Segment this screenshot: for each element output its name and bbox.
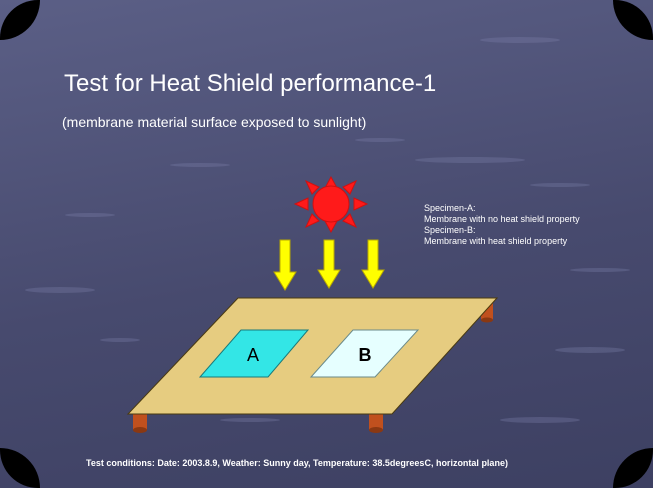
specimen-note-line: Membrane with no heat shield property <box>424 214 580 224</box>
specimen-note-line: Membrane with heat shield property <box>424 236 568 246</box>
sun-ray <box>324 220 338 234</box>
sunlight-arrow <box>361 239 385 289</box>
test-board <box>126 297 499 415</box>
board-leg <box>133 412 147 433</box>
specimen-note-line: Specimen-A: <box>424 203 476 213</box>
test-conditions: Test conditions: Date: 2003.8.9, Weather… <box>86 458 508 468</box>
sun-ray <box>353 197 369 211</box>
specimen-note-line: Specimen-B: <box>424 225 476 235</box>
slide-subtitle: (membrane material surface exposed to su… <box>62 114 367 130</box>
sun-ray <box>304 213 320 229</box>
sun-ray <box>304 179 320 195</box>
specimen-a <box>198 329 310 378</box>
specimen-notes: Specimen-A: Membrane with no heat shield… <box>424 203 580 247</box>
sunlight-arrows <box>273 239 385 291</box>
specimen-b-label: B <box>359 345 372 365</box>
sun-icon <box>293 175 369 234</box>
specimen-a-label: A <box>247 345 259 365</box>
board-legs <box>133 302 493 433</box>
sun-ray <box>293 197 309 211</box>
sunlight-arrow <box>273 239 297 291</box>
sun-disc <box>312 185 350 223</box>
slide-title: Test for Heat Shield performance-1 <box>64 70 437 97</box>
sunlight-arrow <box>317 239 341 289</box>
board-leg <box>369 412 383 433</box>
sun-ray <box>342 213 358 229</box>
sun-ray <box>342 179 358 195</box>
specimen-b <box>309 329 420 378</box>
